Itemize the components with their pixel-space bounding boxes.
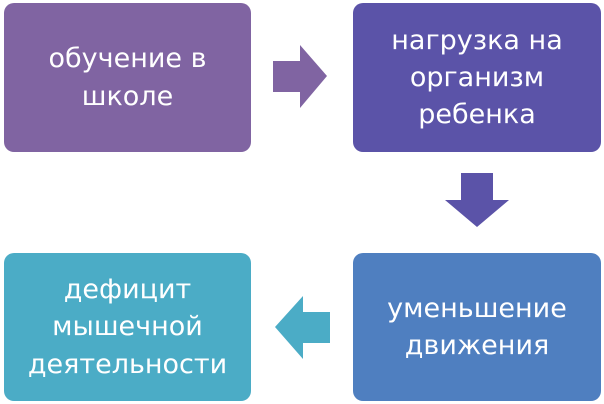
step-muscle-deficit-label: дефицит мышечной деятельности — [27, 274, 228, 380]
arrow-left-icon — [275, 296, 330, 359]
arrow-right-icon — [273, 45, 327, 108]
arrow-left-shape — [275, 296, 330, 359]
step-body-load-box: нагрузка на организм ребенка — [353, 3, 601, 152]
step-school-learning-box: обучение в школе — [4, 3, 251, 152]
arrow-right-shape — [273, 45, 327, 108]
step-movement-reduction-label: уменьшение движения — [387, 292, 567, 361]
step-muscle-deficit-box: дефицит мышечной деятельности — [4, 253, 251, 401]
step-body-load-label: нагрузка на организм ребенка — [391, 24, 563, 131]
arrow-down-shape — [445, 173, 509, 227]
arrow-down-icon — [445, 173, 509, 227]
step-school-learning-label: обучение в школе — [48, 43, 207, 112]
step-movement-reduction-box: уменьшение движения — [353, 253, 601, 401]
